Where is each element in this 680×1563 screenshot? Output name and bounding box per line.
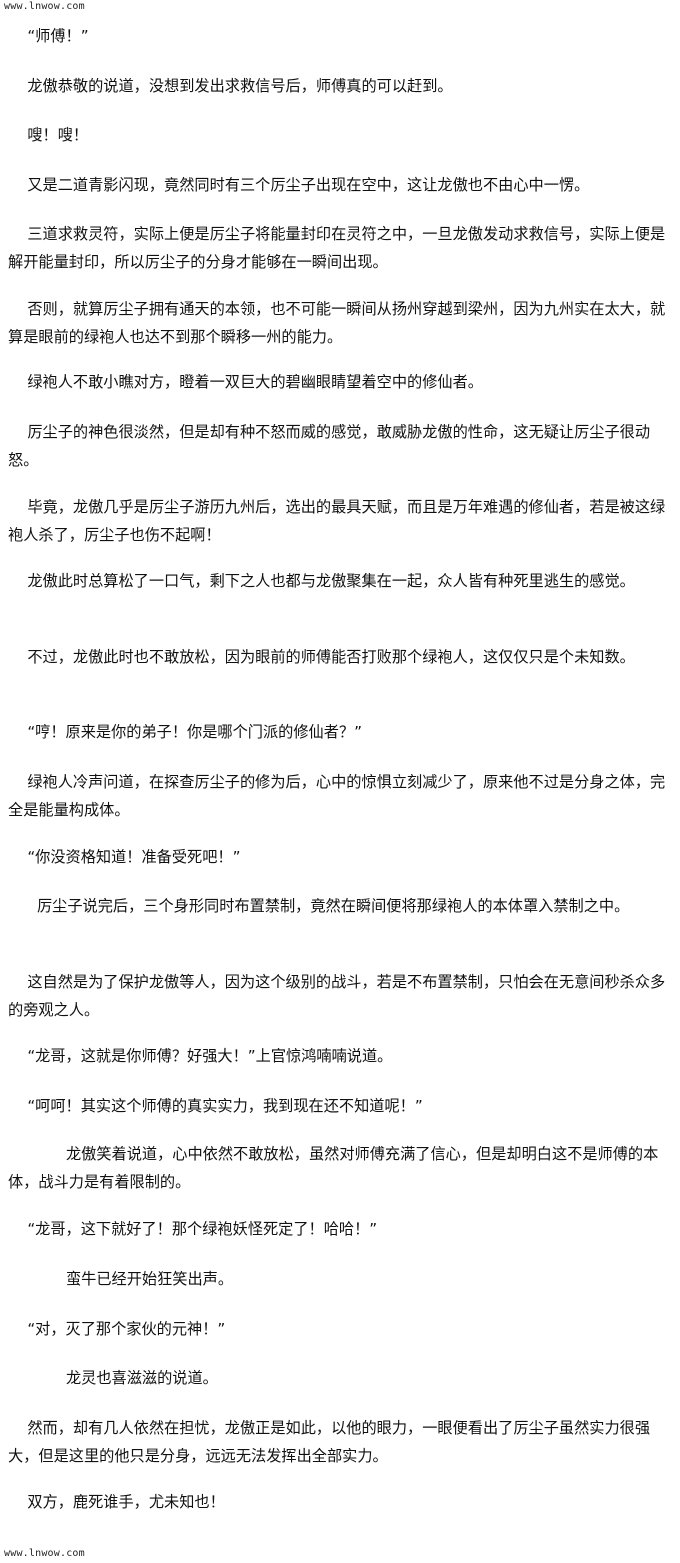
paragraph: “哼！原来是你的弟子！你是哪个门派的修仙者？”	[8, 723, 362, 741]
paragraph: 三道求救灵符，实际上便是厉尘子将能量封印在灵符之中，一旦龙傲发动求救信号，实际上…	[8, 225, 666, 271]
paragraph: 龙傲笑着说道，心中依然不敢放松，虽然对师傅充满了信心，但是却明白这不是师傅的本体…	[8, 1145, 659, 1191]
paragraph: 龙灵也喜滋滋的说道。	[8, 1369, 218, 1387]
paragraph: 厉尘子的神色很淡然，但是却有种不怒而威的感觉，敢威胁龙傲的性命，这无疑让厉尘子很…	[8, 423, 650, 469]
paragraph: 绿袍人冷声问道，在探查厉尘子的修为后，心中的惊惧立刻减少了，原来他不过是分身之体…	[8, 773, 666, 819]
paragraph: 龙傲此时总算松了一口气，剩下之人也都与龙傲聚集在一起，众人皆有种死里逃生的感觉。	[8, 572, 635, 590]
paragraph: 双方，鹿死谁手，尤未知也！	[8, 1493, 225, 1511]
paragraph: 不过，龙傲此时也不敢放松，因为眼前的师傅能否打败那个绿袍人，这仅仅只是个未知数。	[8, 648, 635, 666]
site-watermark-top: www.lnwow.com	[4, 1, 85, 12]
paragraph: 蛮牛已经开始狂笑出声。	[8, 1270, 233, 1288]
paragraph: “师傅！”	[8, 27, 89, 45]
paragraph: “你没资格知道！准备受死吧！”	[8, 848, 241, 866]
paragraph: 这自然是为了保护龙傲等人，因为这个级别的战斗，若是不布置禁制，只怕会在无意间秒杀…	[8, 973, 666, 1019]
paragraph: 厉尘子说完后，三个身形同时布置禁制，竟然在瞬间便将那绿袍人的本体罩入禁制之中。	[8, 897, 630, 915]
paragraph: 嗖！嗖！	[8, 126, 89, 144]
paragraph: 又是二道青影闪现，竟然同时有三个厉尘子出现在空中，这让龙傲也不由心中一愣。	[8, 176, 590, 194]
paragraph: “龙哥，这就是你师傅？好强大！”上官惊鸿喃喃说道。	[8, 1047, 393, 1065]
site-watermark-bottom: www.lnwow.com	[4, 1548, 85, 1559]
paragraph: 毕竟，龙傲几乎是厉尘子游历九州后，选出的最具天赋，而且是万年难遇的修仙者，若是被…	[8, 498, 666, 544]
paragraph: 然而，却有几人依然在担忧，龙傲正是如此，以他的眼力，一眼便看出了厉尘子虽然实力很…	[8, 1419, 650, 1465]
paragraph: “呵呵！其实这个师傅的真实实力，我到现在还不知道呢！”	[8, 1097, 423, 1115]
paragraph: 龙傲恭敬的说道，没想到发出求救信号后，师傅真的可以赶到。	[8, 77, 453, 95]
paragraph: “对，灭了那个家伙的元神！”	[8, 1320, 226, 1338]
paragraph: “龙哥，这下就好了！那个绿袍妖怪死定了！哈哈！”	[8, 1220, 378, 1238]
paragraph: 否则，就算厉尘子拥有通天的本领，也不可能一瞬间从扬州穿越到梁州，因为九州实在太大…	[8, 300, 666, 346]
paragraph: 绿袍人不敢小瞧对方，瞪着一双巨大的碧幽眼睛望着空中的修仙者。	[8, 373, 483, 391]
